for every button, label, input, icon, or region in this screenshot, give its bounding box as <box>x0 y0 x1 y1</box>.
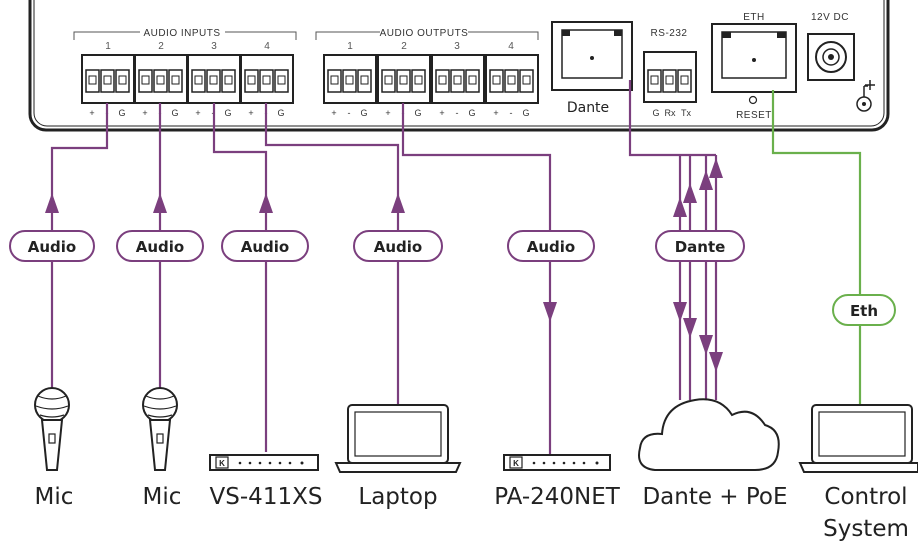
line-dante <box>628 80 716 157</box>
svg-text:Audio: Audio <box>136 238 184 256</box>
reset-label: RESET <box>736 110 772 121</box>
input-1-number: 1 <box>105 41 111 52</box>
output-terminal-4 <box>485 54 539 104</box>
svg-text:+: + <box>142 108 147 118</box>
svg-text:+: + <box>195 108 200 118</box>
label-mic-2: Mic <box>143 484 182 510</box>
dc-polarity-icon <box>856 80 875 112</box>
svg-text:+: + <box>493 108 498 118</box>
svg-text:-: - <box>456 108 459 118</box>
rs232-terminal <box>643 51 697 103</box>
pill-audio-vs411xs: Audio <box>221 230 309 262</box>
line-mic1 <box>50 103 109 395</box>
input-4-number: 4 <box>264 41 270 52</box>
amplifier-device-icon: K <box>503 454 611 471</box>
svg-text:Eth: Eth <box>850 302 878 320</box>
dante-logo: Dante <box>567 100 609 116</box>
pill-audio-pa240net: Audio <box>507 230 595 262</box>
label-system: System <box>823 516 909 542</box>
svg-text:G: G <box>414 108 421 118</box>
pill-audio-mic2: Audio <box>116 230 204 262</box>
input-terminal-3 <box>187 54 241 104</box>
line-pa240net <box>401 103 552 454</box>
svg-text:-: - <box>348 108 351 118</box>
input-terminal-4 <box>240 54 294 104</box>
eth-title: ETH <box>743 12 765 23</box>
svg-text:Dante: Dante <box>675 238 726 256</box>
svg-text:+: + <box>385 108 390 118</box>
input-3-number: 3 <box>211 41 217 52</box>
output-terminal-3 <box>431 54 485 104</box>
rs232-pin-tx: Tx <box>681 108 691 118</box>
dc-power-jack <box>807 33 855 81</box>
svg-text:K: K <box>219 459 225 468</box>
dc-title: 12V DC <box>811 12 849 23</box>
pill-dante: Dante <box>655 230 745 262</box>
label-dante-poe: Dante + PoE <box>642 484 787 510</box>
connection-lines <box>45 80 862 454</box>
switch-device-icon: K <box>209 454 319 471</box>
svg-text:-: - <box>510 108 513 118</box>
output-2-number: 2 <box>401 41 407 52</box>
line-eth <box>771 90 862 405</box>
svg-text:Audio: Audio <box>527 238 575 256</box>
label-mic-1: Mic <box>35 484 74 510</box>
line-laptop <box>264 103 400 405</box>
svg-text:+: + <box>331 108 336 118</box>
svg-text:Audio: Audio <box>374 238 422 256</box>
line-vs411xs <box>212 103 268 452</box>
pill-eth: Eth <box>832 294 896 326</box>
audio-outputs-group: AUDIO OUTPUTS 1 2 3 4 <box>315 28 539 52</box>
label-vs411xs: VS-411XS <box>210 484 323 510</box>
rs232-title: RS-232 <box>651 28 688 39</box>
svg-text:G: G <box>224 108 231 118</box>
output-terminal-1 <box>323 54 377 104</box>
pill-audio-laptop: Audio <box>353 230 443 262</box>
laptop-icon <box>798 404 918 473</box>
svg-text:G: G <box>468 108 475 118</box>
svg-text:K: K <box>513 459 519 468</box>
audio-inputs-group: AUDIO INPUTS 1 2 3 4 <box>73 28 297 52</box>
rs232-pin-rx: Rx <box>665 108 676 118</box>
svg-text:Audio: Audio <box>28 238 76 256</box>
svg-text:Audio: Audio <box>241 238 289 256</box>
dante-port <box>551 21 633 91</box>
output-4-number: 4 <box>508 41 514 52</box>
pill-audio-mic1: Audio <box>9 230 95 262</box>
input-terminal-1 <box>81 54 135 104</box>
label-laptop: Laptop <box>358 484 437 510</box>
eth-port <box>711 23 797 93</box>
audio-inputs-title: AUDIO INPUTS <box>143 28 220 39</box>
input-terminal-2 <box>134 54 188 104</box>
svg-text:G: G <box>277 108 284 118</box>
svg-text:+: + <box>439 108 444 118</box>
output-3-number: 3 <box>454 41 460 52</box>
svg-text:G: G <box>118 108 125 118</box>
microphone-icon <box>34 387 70 471</box>
label-control: Control <box>824 484 907 510</box>
cloud-icon <box>638 398 780 471</box>
output-terminal-2 <box>377 54 431 104</box>
audio-outputs-title: AUDIO OUTPUTS <box>380 28 469 39</box>
label-pa240net: PA-240NET <box>494 484 621 510</box>
svg-text:+: + <box>248 108 253 118</box>
rs232-pin-g: G <box>652 108 659 118</box>
laptop-icon <box>334 404 462 473</box>
input-2-number: 2 <box>158 41 164 52</box>
reset-button[interactable] <box>748 95 758 105</box>
svg-text:+: + <box>89 108 94 118</box>
svg-text:G: G <box>522 108 529 118</box>
svg-text:G: G <box>360 108 367 118</box>
output-1-number: 1 <box>347 41 353 52</box>
microphone-icon <box>142 387 178 471</box>
svg-text:G: G <box>171 108 178 118</box>
